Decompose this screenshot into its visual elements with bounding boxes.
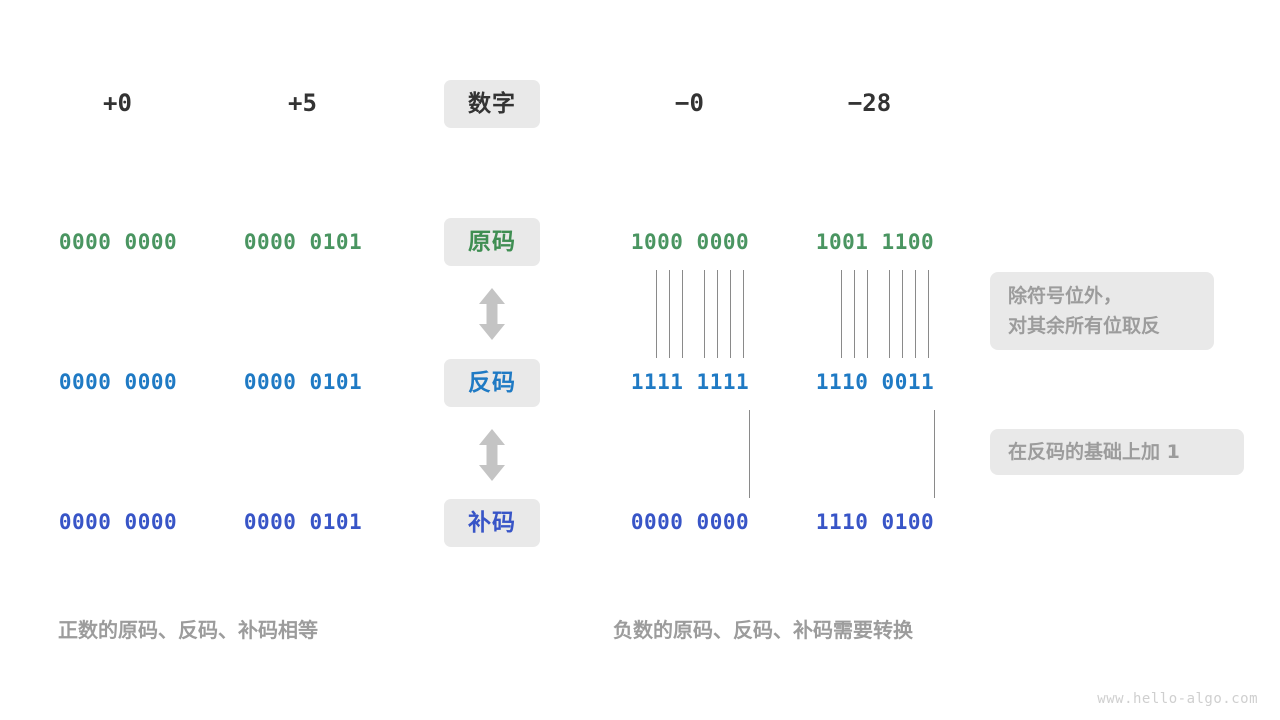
twos-complement-minus-zero: 0000 0000	[630, 510, 750, 534]
true-form-plus-zero: 0000 0000	[58, 230, 178, 254]
ones-complement-minus-zero: 1111 1111	[630, 370, 750, 394]
connector-line	[902, 270, 903, 358]
true-form-plus-five: 0000 0101	[243, 230, 363, 254]
column-header-minus-zero: −0	[675, 89, 704, 117]
connector-line	[915, 270, 916, 358]
connector-line	[841, 270, 842, 358]
connector-line	[669, 270, 670, 358]
badge-twos-complement: 补码	[444, 499, 540, 547]
connector-line	[743, 270, 744, 358]
caption-negative: 负数的原码、反码、补码需要转换	[613, 618, 913, 642]
true-form-minus-zero: 1000 0000	[630, 230, 750, 254]
connector-line	[682, 270, 683, 358]
note-invert-bits: 除符号位外， 对其余所有位取反	[990, 272, 1214, 350]
connector-line	[656, 270, 657, 358]
caption-positive: 正数的原码、反码、补码相等	[58, 618, 318, 642]
double-arrow-icon	[475, 287, 509, 341]
connector-line	[928, 270, 929, 358]
badge-true-form: 原码	[444, 218, 540, 266]
connector-line	[730, 270, 731, 358]
watermark: www.hello-algo.com	[1097, 691, 1258, 707]
connector-line	[704, 270, 705, 358]
twos-complement-plus-five: 0000 0101	[243, 510, 363, 534]
twos-complement-plus-zero: 0000 0000	[58, 510, 178, 534]
column-header-plus-five: +5	[288, 89, 317, 117]
column-header-minus-twentyeight: −28	[847, 89, 892, 117]
twos-complement-minus-twentyeight: 1110 0100	[815, 510, 935, 534]
connector-line	[854, 270, 855, 358]
connector-line	[934, 410, 935, 498]
ones-complement-plus-zero: 0000 0000	[58, 370, 178, 394]
connector-line	[889, 270, 890, 358]
double-arrow-icon	[475, 428, 509, 482]
connector-line	[867, 270, 868, 358]
column-header-plus-zero: +0	[103, 89, 132, 117]
connector-line	[749, 410, 750, 498]
badge-ones-complement: 反码	[444, 359, 540, 407]
true-form-minus-twentyeight: 1001 1100	[815, 230, 935, 254]
connector-line	[717, 270, 718, 358]
note-add-one: 在反码的基础上加 1	[990, 429, 1244, 475]
ones-complement-minus-twentyeight: 1110 0011	[815, 370, 935, 394]
ones-complement-plus-five: 0000 0101	[243, 370, 363, 394]
badge-number: 数字	[444, 80, 540, 128]
